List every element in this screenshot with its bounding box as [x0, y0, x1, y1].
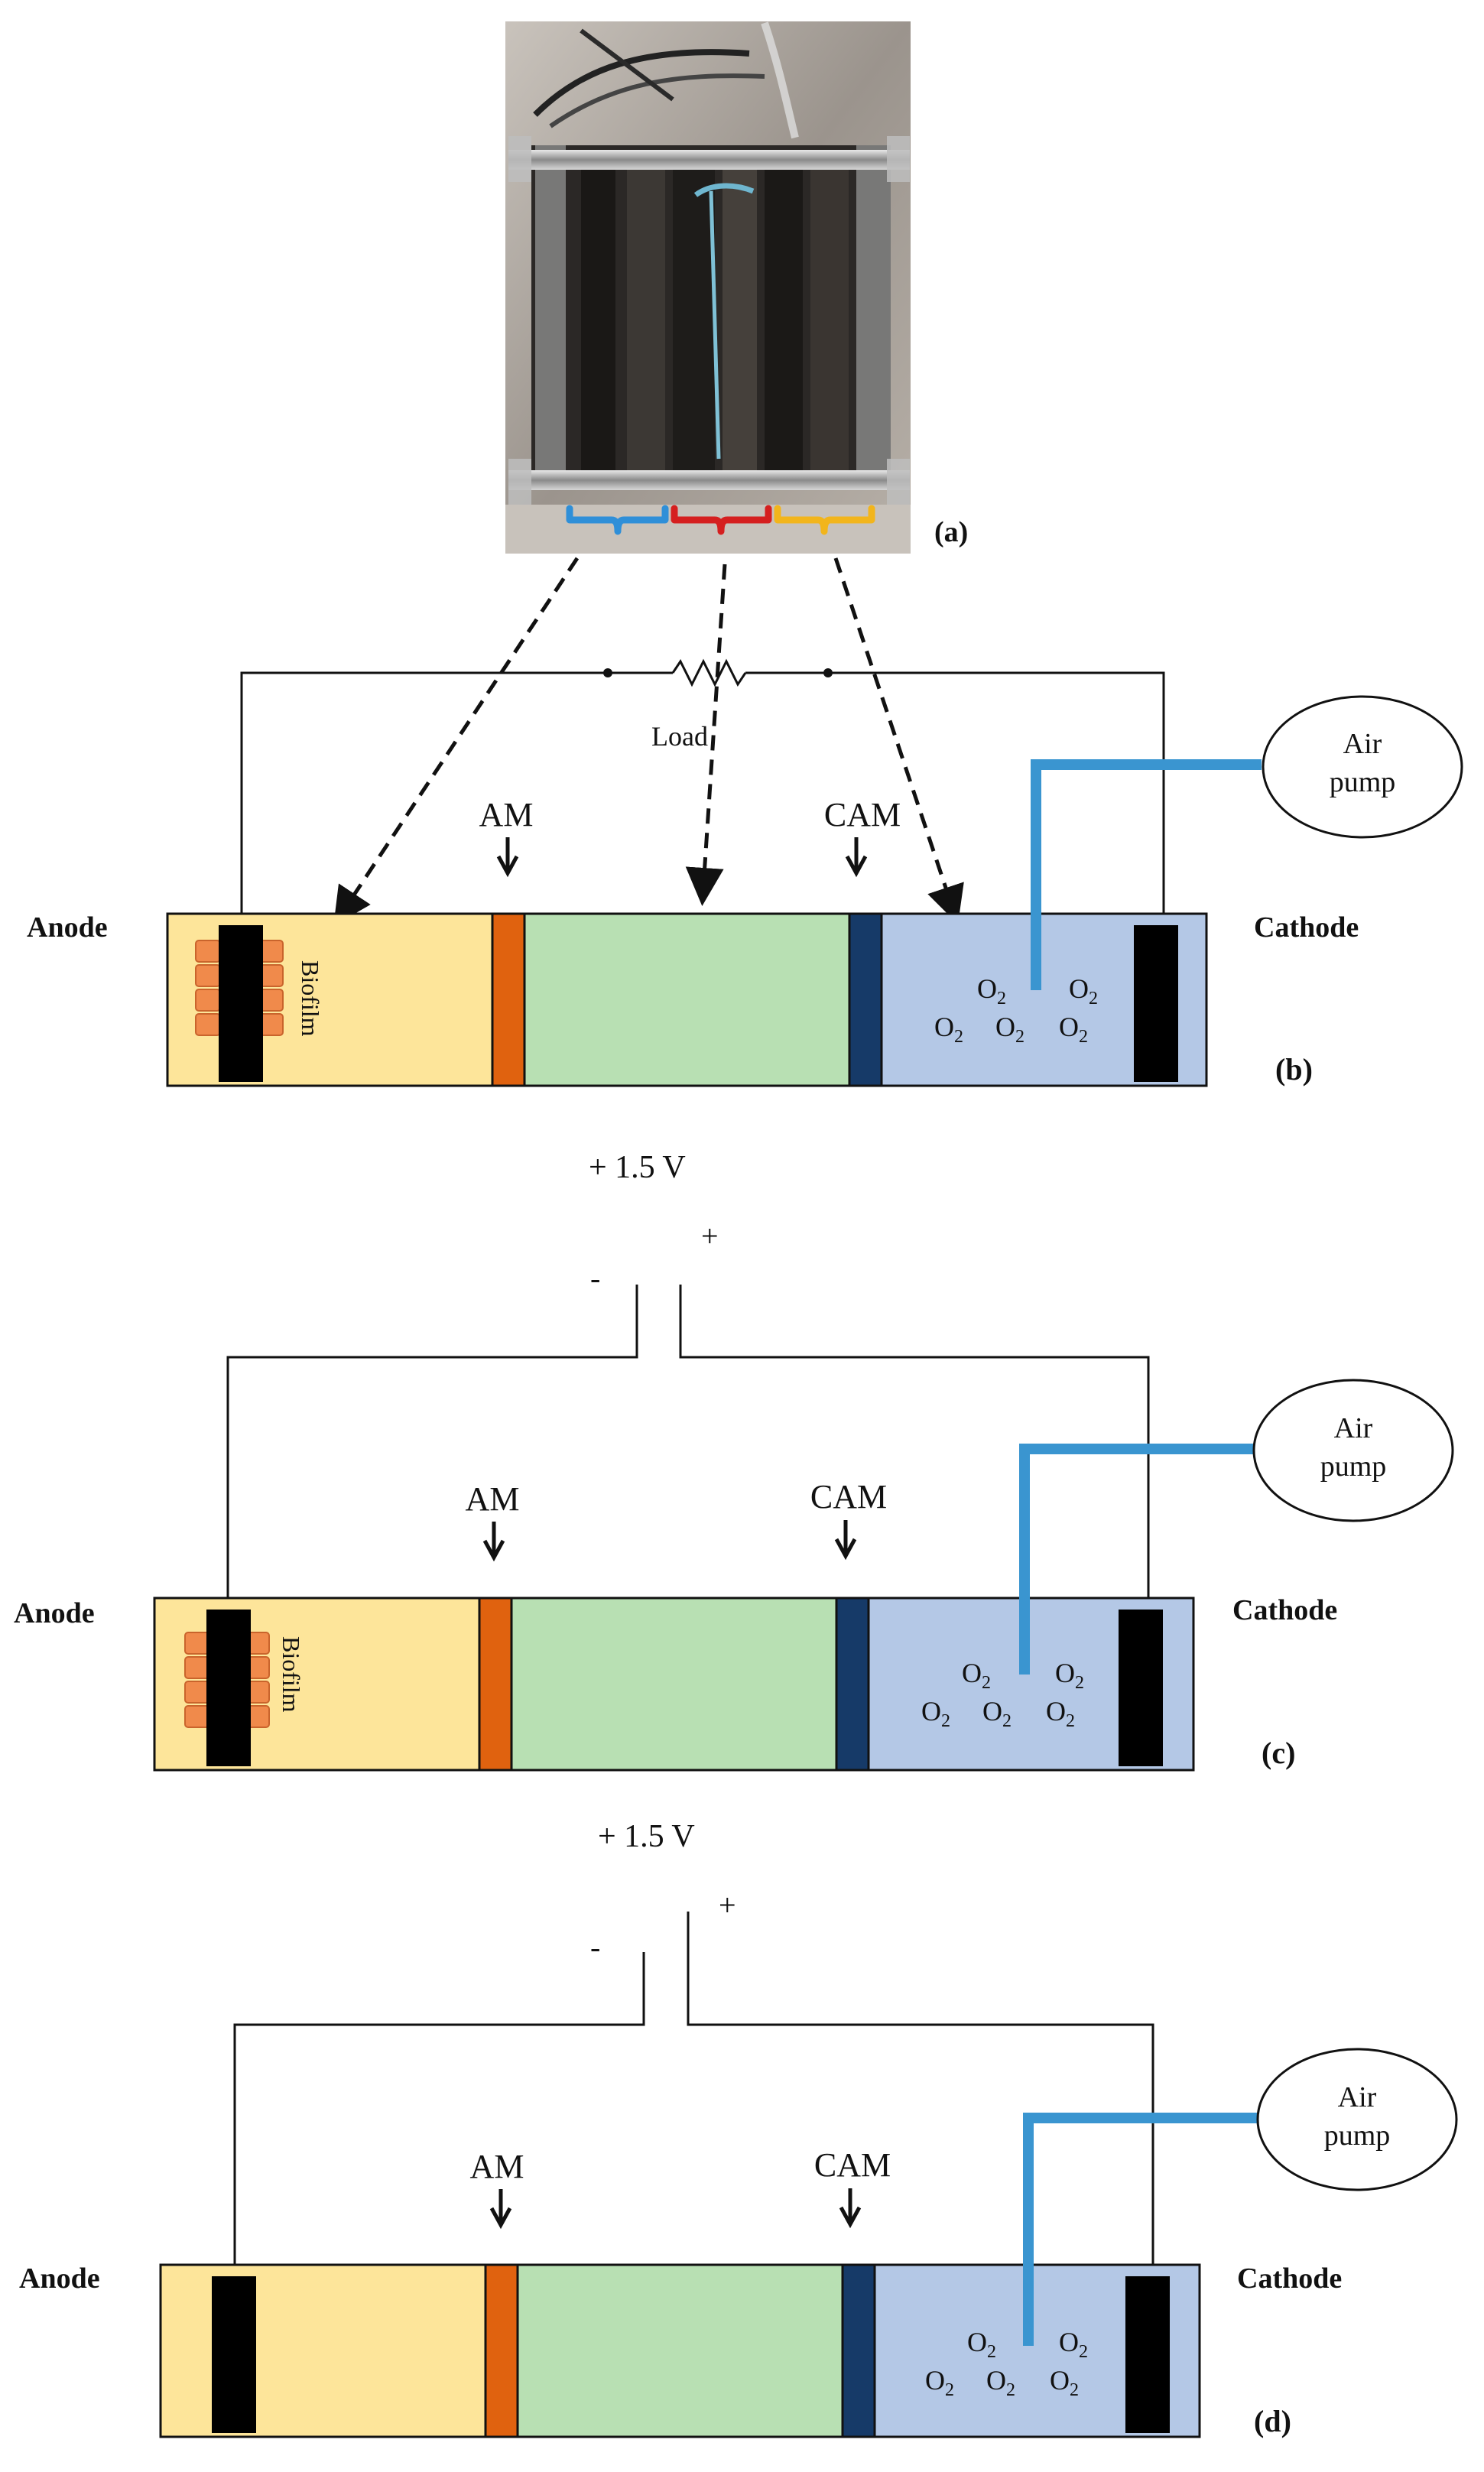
- cation-membrane-b: [848, 912, 883, 1087]
- o2-c-4: O2: [982, 1696, 1012, 1731]
- power-supply-gap-c: [637, 1278, 680, 1285]
- voltage-label-d: + 1.5 V: [598, 1819, 695, 1854]
- anode-label-c: Anode: [14, 1597, 95, 1629]
- circuit-wire-d: [233, 1912, 1154, 2279]
- middle-chamber-c: [510, 1597, 838, 1772]
- cation-membrane-d: [841, 2263, 876, 2438]
- o2-b-5: O2: [1059, 1012, 1088, 1047]
- cathode-electrode-b: [1134, 925, 1178, 1082]
- cathode-label-c: Cathode: [1232, 1594, 1337, 1626]
- o2-b-3: O2: [934, 1012, 963, 1047]
- caption-b: (b): [1275, 1052, 1313, 1087]
- am-label-c: AM: [466, 1480, 520, 1518]
- circuit-wire-c: [226, 1285, 1150, 1613]
- anode-chamber-d: [159, 2263, 487, 2438]
- caption-a: (a): [934, 516, 968, 548]
- dashed-arrow-cathode: [833, 557, 964, 924]
- air-pump-b: [1262, 695, 1463, 839]
- cathode-label-b: Cathode: [1254, 911, 1359, 944]
- air-pump-label-1-c: Air: [1334, 1412, 1373, 1444]
- air-pump-label-2-d: pump: [1324, 2120, 1391, 2152]
- panel-c: + 1.5 V - + Biofilm Air pump: [14, 1150, 1454, 1772]
- cam-arrow-c: [834, 1520, 857, 1561]
- anode-electrode-c: [206, 1610, 251, 1766]
- air-tube-c: [1019, 1444, 1254, 1675]
- o2-c-2: O2: [1055, 1658, 1084, 1693]
- cam-label-d: CAM: [814, 2146, 891, 2184]
- plus-sign-c: +: [701, 1219, 719, 1253]
- dashed-arrow-anode: [333, 557, 580, 926]
- air-pump-d: [1256, 2048, 1458, 2191]
- air-pump-label-2-c: pump: [1320, 1450, 1387, 1483]
- brace-cathode-yellow: [774, 505, 875, 535]
- caption-c: (c): [1262, 1736, 1295, 1770]
- o2-b-1: O2: [977, 973, 1006, 1009]
- anode-label-d: Anode: [19, 2262, 100, 2295]
- air-pump-label-1-d: Air: [1338, 2081, 1377, 2113]
- o2-d-3: O2: [925, 2365, 954, 2400]
- anode-electrode-d: [212, 2276, 256, 2433]
- anode-label-b: Anode: [27, 911, 108, 944]
- o2-c-1: O2: [962, 1658, 991, 1693]
- oxygen-labels-b: O2 O2 O2 O2 O2: [934, 973, 1098, 1047]
- cam-label-c: CAM: [810, 1478, 887, 1515]
- o2-d-5: O2: [1050, 2365, 1079, 2400]
- o2-d-4: O2: [986, 2365, 1015, 2400]
- am-arrow-d: [489, 2189, 512, 2230]
- panel-a: (a): [505, 21, 968, 554]
- cation-membrane-c: [835, 1597, 870, 1772]
- cathode-electrode-c: [1119, 1610, 1163, 1766]
- reactor-photo: [505, 21, 911, 554]
- o2-b-4: O2: [995, 1012, 1025, 1047]
- node-right-b: [823, 668, 833, 677]
- caption-d: (d): [1254, 2404, 1291, 2438]
- cam-arrow-b: [845, 837, 868, 878]
- middle-chamber-b: [523, 912, 851, 1087]
- o2-c-5: O2: [1046, 1696, 1075, 1731]
- air-tube-b: [1031, 759, 1262, 990]
- minus-sign-c: -: [590, 1261, 600, 1295]
- cathode-electrode-d: [1125, 2276, 1170, 2433]
- panel-d: + 1.5 V - + Air pump O2 O2 O2 O2 O2 AM C…: [19, 1819, 1458, 2438]
- air-pump-label-1-b: Air: [1343, 728, 1382, 760]
- cam-label-b: CAM: [824, 796, 901, 833]
- am-arrow-b: [496, 837, 519, 878]
- voltage-label-c: + 1.5 V: [589, 1150, 686, 1185]
- cam-arrow-d: [839, 2188, 862, 2229]
- air-tube-d: [1023, 2113, 1258, 2346]
- brace-anode-blue: [566, 505, 669, 535]
- o2-b-2: O2: [1069, 973, 1098, 1009]
- anode-electrode-b: [219, 925, 263, 1082]
- brace-middle-red: [671, 505, 772, 535]
- o2-c-3: O2: [921, 1696, 950, 1731]
- minus-sign-d: -: [590, 1930, 600, 1964]
- biofilm-label-c: Biofilm: [278, 1636, 305, 1713]
- am-arrow-c: [482, 1522, 505, 1562]
- biofilm-label-b: Biofilm: [297, 960, 324, 1037]
- middle-chamber-d: [516, 2263, 844, 2438]
- anion-membrane-c: [478, 1597, 513, 1772]
- anion-membrane-b: [491, 912, 526, 1087]
- am-label-d: AM: [470, 2148, 524, 2185]
- dashed-arrow-middle: [685, 564, 727, 906]
- oxygen-labels-c: O2 O2 O2 O2 O2: [921, 1658, 1084, 1731]
- node-left-b: [603, 668, 612, 677]
- circuit-wire-b: [240, 658, 1165, 925]
- cathode-label-d: Cathode: [1237, 2262, 1342, 2295]
- o2-d-2: O2: [1059, 2327, 1088, 2362]
- photo-to-diagram-arrows: [333, 557, 964, 926]
- air-pump-c: [1252, 1379, 1454, 1522]
- panel-b: Load Biofilm Air pump O2 O2 O2: [27, 658, 1463, 1087]
- plus-sign-d: +: [719, 1888, 736, 1922]
- load-label: Load: [651, 721, 708, 752]
- anion-membrane-d: [484, 2263, 519, 2438]
- am-label-b: AM: [479, 796, 534, 833]
- o2-d-1: O2: [967, 2327, 996, 2362]
- oxygen-labels-d: O2 O2 O2 O2 O2: [925, 2327, 1088, 2400]
- air-pump-label-2-b: pump: [1330, 766, 1396, 798]
